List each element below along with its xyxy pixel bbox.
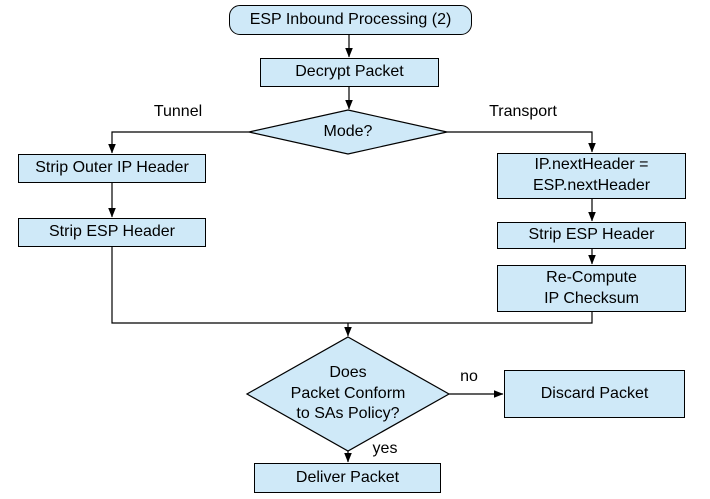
node-decrypt-packet: Decrypt Packet: [260, 58, 439, 87]
edge-label-no: no: [460, 368, 478, 385]
node-strip-outer-label: Strip Outer IP Header: [35, 159, 189, 177]
node-recompute-checksum: Re-Compute IP Checksum: [497, 265, 686, 312]
node-policy-decision: Does Packet Conform to SAs Policy?: [245, 336, 451, 452]
connector-left-merge: [111, 247, 348, 324]
node-decrypt-label: Decrypt Packet: [295, 63, 404, 81]
node-deliver-packet: Deliver Packet: [254, 463, 441, 493]
node-start-label: ESP Inbound Processing (2): [249, 10, 452, 28]
node-strip-esp-header-right: Strip ESP Header: [497, 222, 686, 249]
node-recompute-label: Re-Compute IP Checksum: [544, 268, 639, 307]
connector-mode-tunnel-branch: [108, 131, 249, 154]
node-strip-outer-ip-header: Strip Outer IP Header: [18, 154, 206, 183]
node-ip-nextheader: IP.nextHeader = ESP.nextHeader: [497, 153, 686, 199]
node-ip-nextheader-label: IP.nextHeader = ESP.nextHeader: [532, 156, 651, 194]
edge-label-yes: yes: [372, 440, 398, 457]
node-strip-esp-right-label: Strip ESP Header: [528, 226, 655, 244]
edge-label-tunnel: Tunnel: [153, 103, 203, 120]
node-strip-esp-left-label: Strip ESP Header: [49, 223, 175, 241]
policy-diamond-shape: [245, 336, 451, 452]
node-mode-label: Mode?: [323, 122, 373, 140]
node-strip-esp-header-left: Strip ESP Header: [18, 218, 206, 247]
node-mode-decision: Mode?: [248, 109, 448, 155]
connector-right-merge: [348, 312, 593, 324]
node-start: ESP Inbound Processing (2): [229, 5, 472, 35]
node-deliver-label: Deliver Packet: [295, 468, 400, 486]
mode-diamond-shape: [248, 109, 448, 155]
node-discard-label: Discard Packet: [540, 384, 649, 402]
connector-mode-transport-branch: [447, 131, 596, 153]
node-policy-label: Does Packet Conform to SAs Policy?: [290, 363, 406, 423]
node-discard-packet: Discard Packet: [504, 370, 685, 418]
edge-label-transport: Transport: [489, 103, 557, 120]
